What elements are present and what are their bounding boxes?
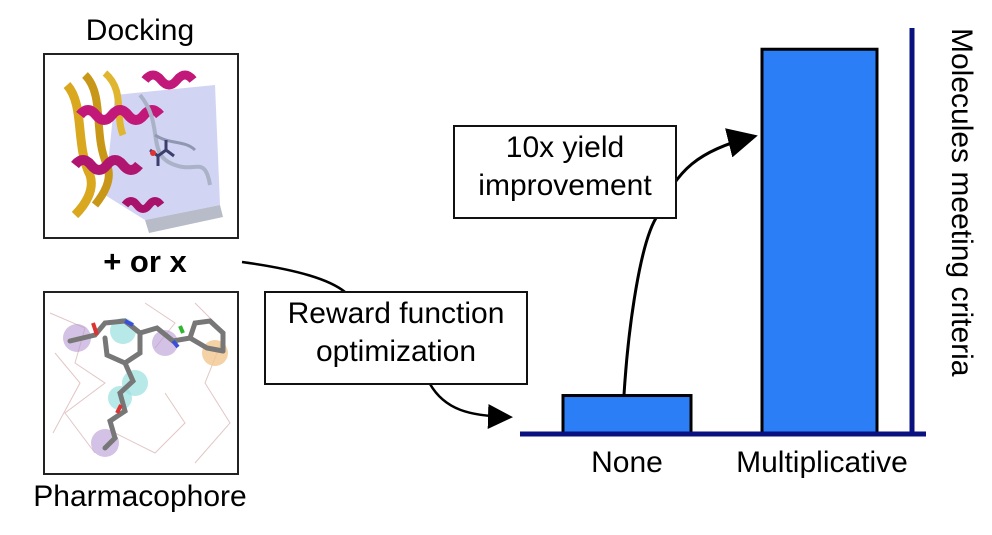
chlorine-atom	[178, 325, 185, 334]
binding-pocket-side	[145, 205, 223, 233]
pharmacophore-label: Pharmacophore	[33, 480, 247, 513]
helix-2	[71, 155, 143, 175]
reward-function-callout: Reward function optimization	[264, 291, 528, 385]
reward-callout-line2: optimization	[315, 335, 477, 368]
pharmacophore-illustration	[49, 302, 231, 464]
combine-operator-label: + or x	[103, 244, 187, 279]
yield-callout-line2: improvement	[478, 169, 652, 202]
loop-1	[138, 93, 212, 186]
beta-sheet-3	[102, 70, 127, 137]
beta-sheet-1	[63, 81, 96, 219]
pharmacophore-image	[43, 291, 239, 475]
helix-4	[121, 197, 165, 213]
input-curve-arrow	[241, 260, 346, 293]
molecule-sticks	[67, 318, 226, 451]
helix-1	[76, 105, 164, 125]
loop-2	[154, 133, 197, 152]
docking-label: Docking	[85, 14, 195, 47]
category-label-multiplicative: Multiplicative	[736, 446, 908, 479]
protein-ribbon-illustration	[63, 70, 223, 233]
reward-callout-line1: Reward function	[287, 297, 505, 330]
docking-image	[43, 53, 239, 239]
oxygen-atoms	[91, 322, 123, 414]
y-axis-label: Molecules meeting criteria	[945, 28, 978, 377]
nitrogen-atoms	[124, 319, 180, 349]
reward-to-chart-arrow	[428, 383, 513, 429]
bar-multiplicative	[760, 47, 879, 436]
feature-sphere-hydrophobic-2	[152, 330, 178, 356]
category-label-none: None	[591, 446, 663, 479]
helix-3	[141, 70, 197, 90]
bar-none	[561, 394, 693, 436]
yield-callout-line1: 10x yield	[505, 131, 625, 164]
yield-improvement-callout: 10x yield improvement	[453, 125, 677, 219]
